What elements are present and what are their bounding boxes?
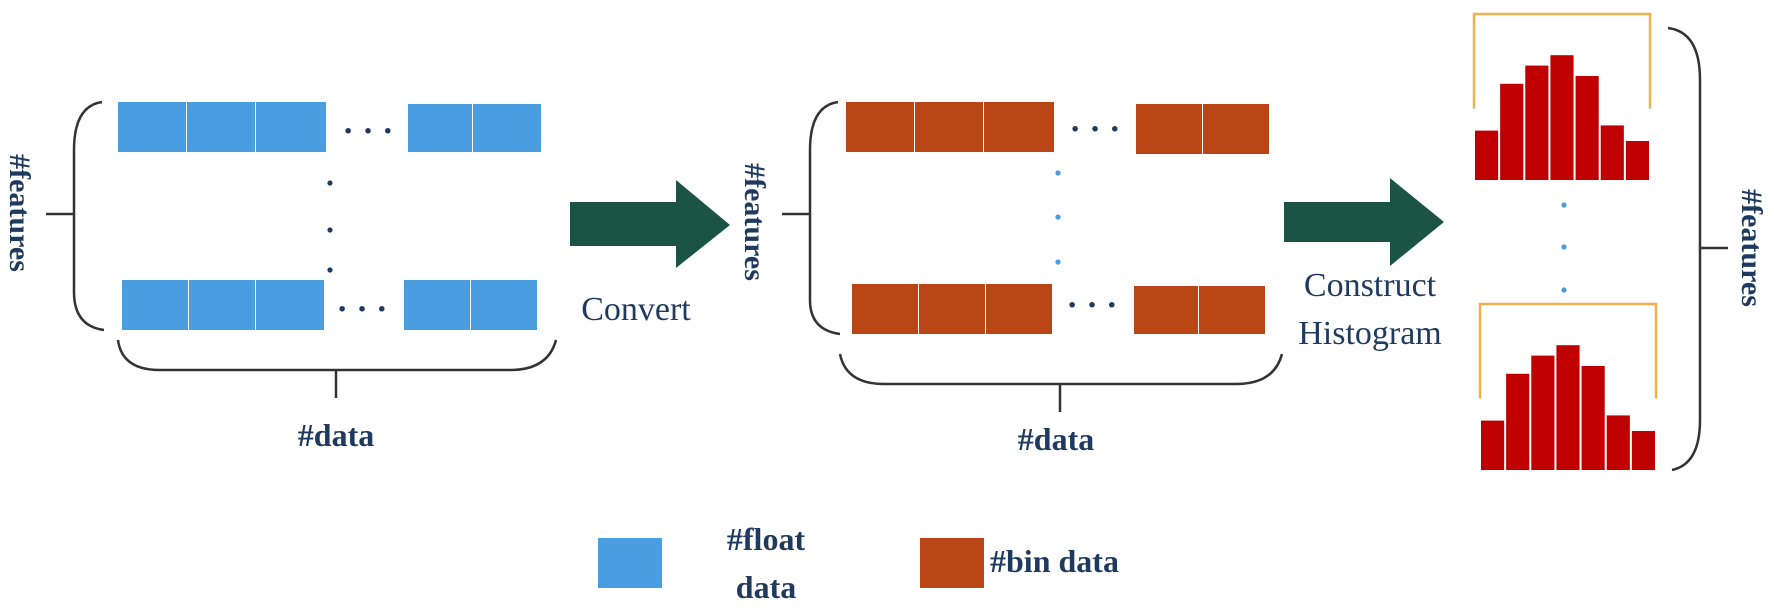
- float-cell: [256, 280, 324, 330]
- data-label-1: #data: [298, 417, 374, 453]
- features-brace-2: [808, 100, 841, 336]
- histogram-bar: [1525, 65, 1549, 180]
- bin-matrix: · · · · · ·: [846, 102, 1269, 334]
- float-cell: [408, 104, 472, 152]
- features-brace-3: [1667, 26, 1702, 472]
- histogram-bar: [1481, 420, 1505, 470]
- ellipsis-dot: [1561, 202, 1567, 208]
- ellipsis-dot: [1561, 244, 1567, 250]
- construct-label-line1: Construct: [1304, 267, 1437, 304]
- histogram-bar: [1506, 373, 1530, 470]
- vertical-ellipsis: [327, 180, 333, 273]
- ellipsis-dot: [327, 267, 333, 273]
- ellipsis-dot: [1055, 170, 1061, 176]
- float-matrix: · · · · · ·: [118, 102, 541, 330]
- features-brace: [72, 100, 105, 332]
- legend-float-label-line2: data: [736, 569, 796, 605]
- data-label-2: #data: [1018, 421, 1094, 457]
- float-cell: [118, 102, 186, 152]
- row-ellipsis: · · ·: [342, 113, 393, 150]
- bin-cell: [846, 102, 914, 152]
- bin-cell: [1134, 286, 1198, 334]
- histogram-frame: [1472, 12, 1652, 109]
- histogram-bar: [1600, 125, 1624, 180]
- bin-cell: [1136, 104, 1202, 154]
- float-cell: [122, 280, 188, 330]
- histogram-frame: [1478, 302, 1658, 399]
- float-cell: [189, 280, 255, 330]
- float-row-bottom: · · ·: [122, 280, 537, 330]
- bin-cell: [919, 284, 985, 334]
- histogram-bar: [1631, 431, 1655, 470]
- features-label-3: #features: [1735, 189, 1768, 307]
- float-cell: [473, 104, 541, 152]
- legend-bin-swatch: [920, 538, 984, 588]
- row-ellipsis: · · ·: [1069, 111, 1120, 148]
- bin-cell: [984, 102, 1054, 152]
- float-cell: [256, 102, 326, 152]
- bin-cell: [1199, 286, 1265, 334]
- row-ellipsis: · · ·: [336, 291, 387, 328]
- histogram-bar: [1475, 130, 1499, 180]
- histogram-bar: [1550, 55, 1574, 181]
- vertical-ellipsis-blue: [1055, 170, 1061, 265]
- ellipsis-dot: [327, 180, 333, 186]
- bin-cell: [915, 102, 983, 152]
- ellipsis-dot: [1561, 287, 1567, 293]
- histogram-bar: [1581, 366, 1605, 470]
- legend-float-label-line1: #float: [727, 521, 806, 557]
- construct-arrow: [1284, 178, 1444, 266]
- construct-label-line2: Histogram: [1298, 315, 1442, 352]
- ellipsis-dot: [1055, 214, 1061, 220]
- bin-cell: [1203, 104, 1269, 154]
- float-cell: [404, 280, 470, 330]
- histogram-bar: [1625, 141, 1649, 180]
- histogram-bar: [1556, 345, 1580, 470]
- features-label-1: #features: [3, 154, 36, 272]
- legend-float-swatch: [598, 538, 662, 588]
- data-brace: [116, 339, 558, 372]
- histogram-bar: [1606, 415, 1630, 470]
- histogram-bar: [1575, 76, 1599, 180]
- ellipsis-dot: [327, 227, 333, 233]
- histogram-bar: [1531, 355, 1555, 470]
- histogram-top: [1472, 12, 1652, 181]
- histogram-bar: [1500, 83, 1524, 180]
- float-row-top: · · ·: [118, 102, 541, 152]
- legend-bin-label: #bin data: [990, 543, 1119, 579]
- data-brace-2: [838, 353, 1284, 386]
- ellipsis-dot: [1055, 259, 1061, 265]
- histogram-bottom: [1478, 302, 1658, 470]
- bin-row-top: · · ·: [846, 102, 1269, 154]
- convert-arrow: [570, 180, 730, 268]
- vertical-ellipsis-blue: [1561, 202, 1567, 293]
- float-cell: [471, 280, 537, 330]
- bin-row-bottom: · · ·: [852, 284, 1265, 334]
- legend: #float data #bin data: [598, 521, 1119, 605]
- features-label-2: #features: [738, 163, 771, 281]
- row-ellipsis: · · ·: [1066, 287, 1117, 324]
- convert-label: Convert: [581, 291, 691, 328]
- bin-cell: [852, 284, 918, 334]
- float-cell: [187, 102, 255, 152]
- bin-cell: [986, 284, 1052, 334]
